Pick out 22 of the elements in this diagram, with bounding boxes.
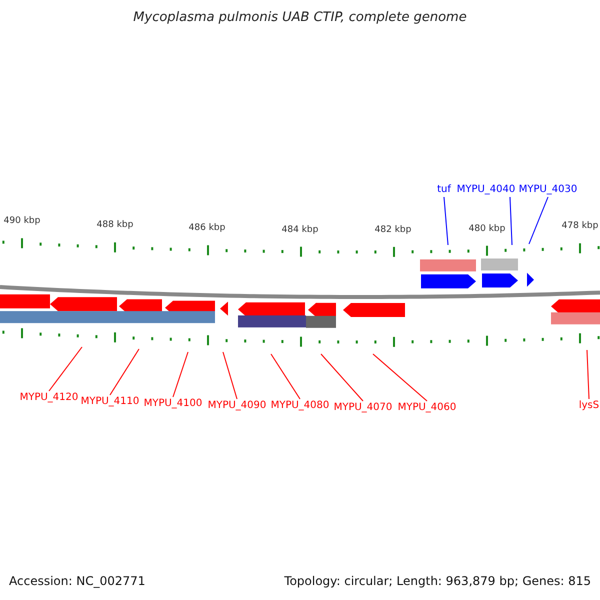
scale-label: 480 kbp [468,224,506,234]
scale-label: 484 kbp [280,224,320,235]
leader-line [320,354,364,402]
leader-line [372,354,428,402]
leader-line [222,352,238,400]
leader-line [510,196,512,246]
leader-line [172,352,188,398]
scale-label: 488 kbp [96,220,134,230]
scale-label: 482 kbp [374,224,412,235]
scale-label: 490 kbp [2,216,42,226]
title: Mycoplasma pulmonis UAB CTIP, complete genome [132,10,468,25]
leader-line [270,354,300,400]
leader-line [586,350,590,400]
scale-label: 478 kbp [560,221,600,232]
leader-line [110,348,140,396]
leader-line [48,346,82,392]
gene-label: lysS [549,400,600,411]
accession-text: Accession: NC_002771 [9,574,146,588]
genome-info-text: Topology: circular; Length: 963,879 bp; Genes: 815 [284,574,591,588]
leader-line [444,196,448,246]
scale-label: 486 kbp [188,223,226,234]
leader-line [528,196,548,244]
